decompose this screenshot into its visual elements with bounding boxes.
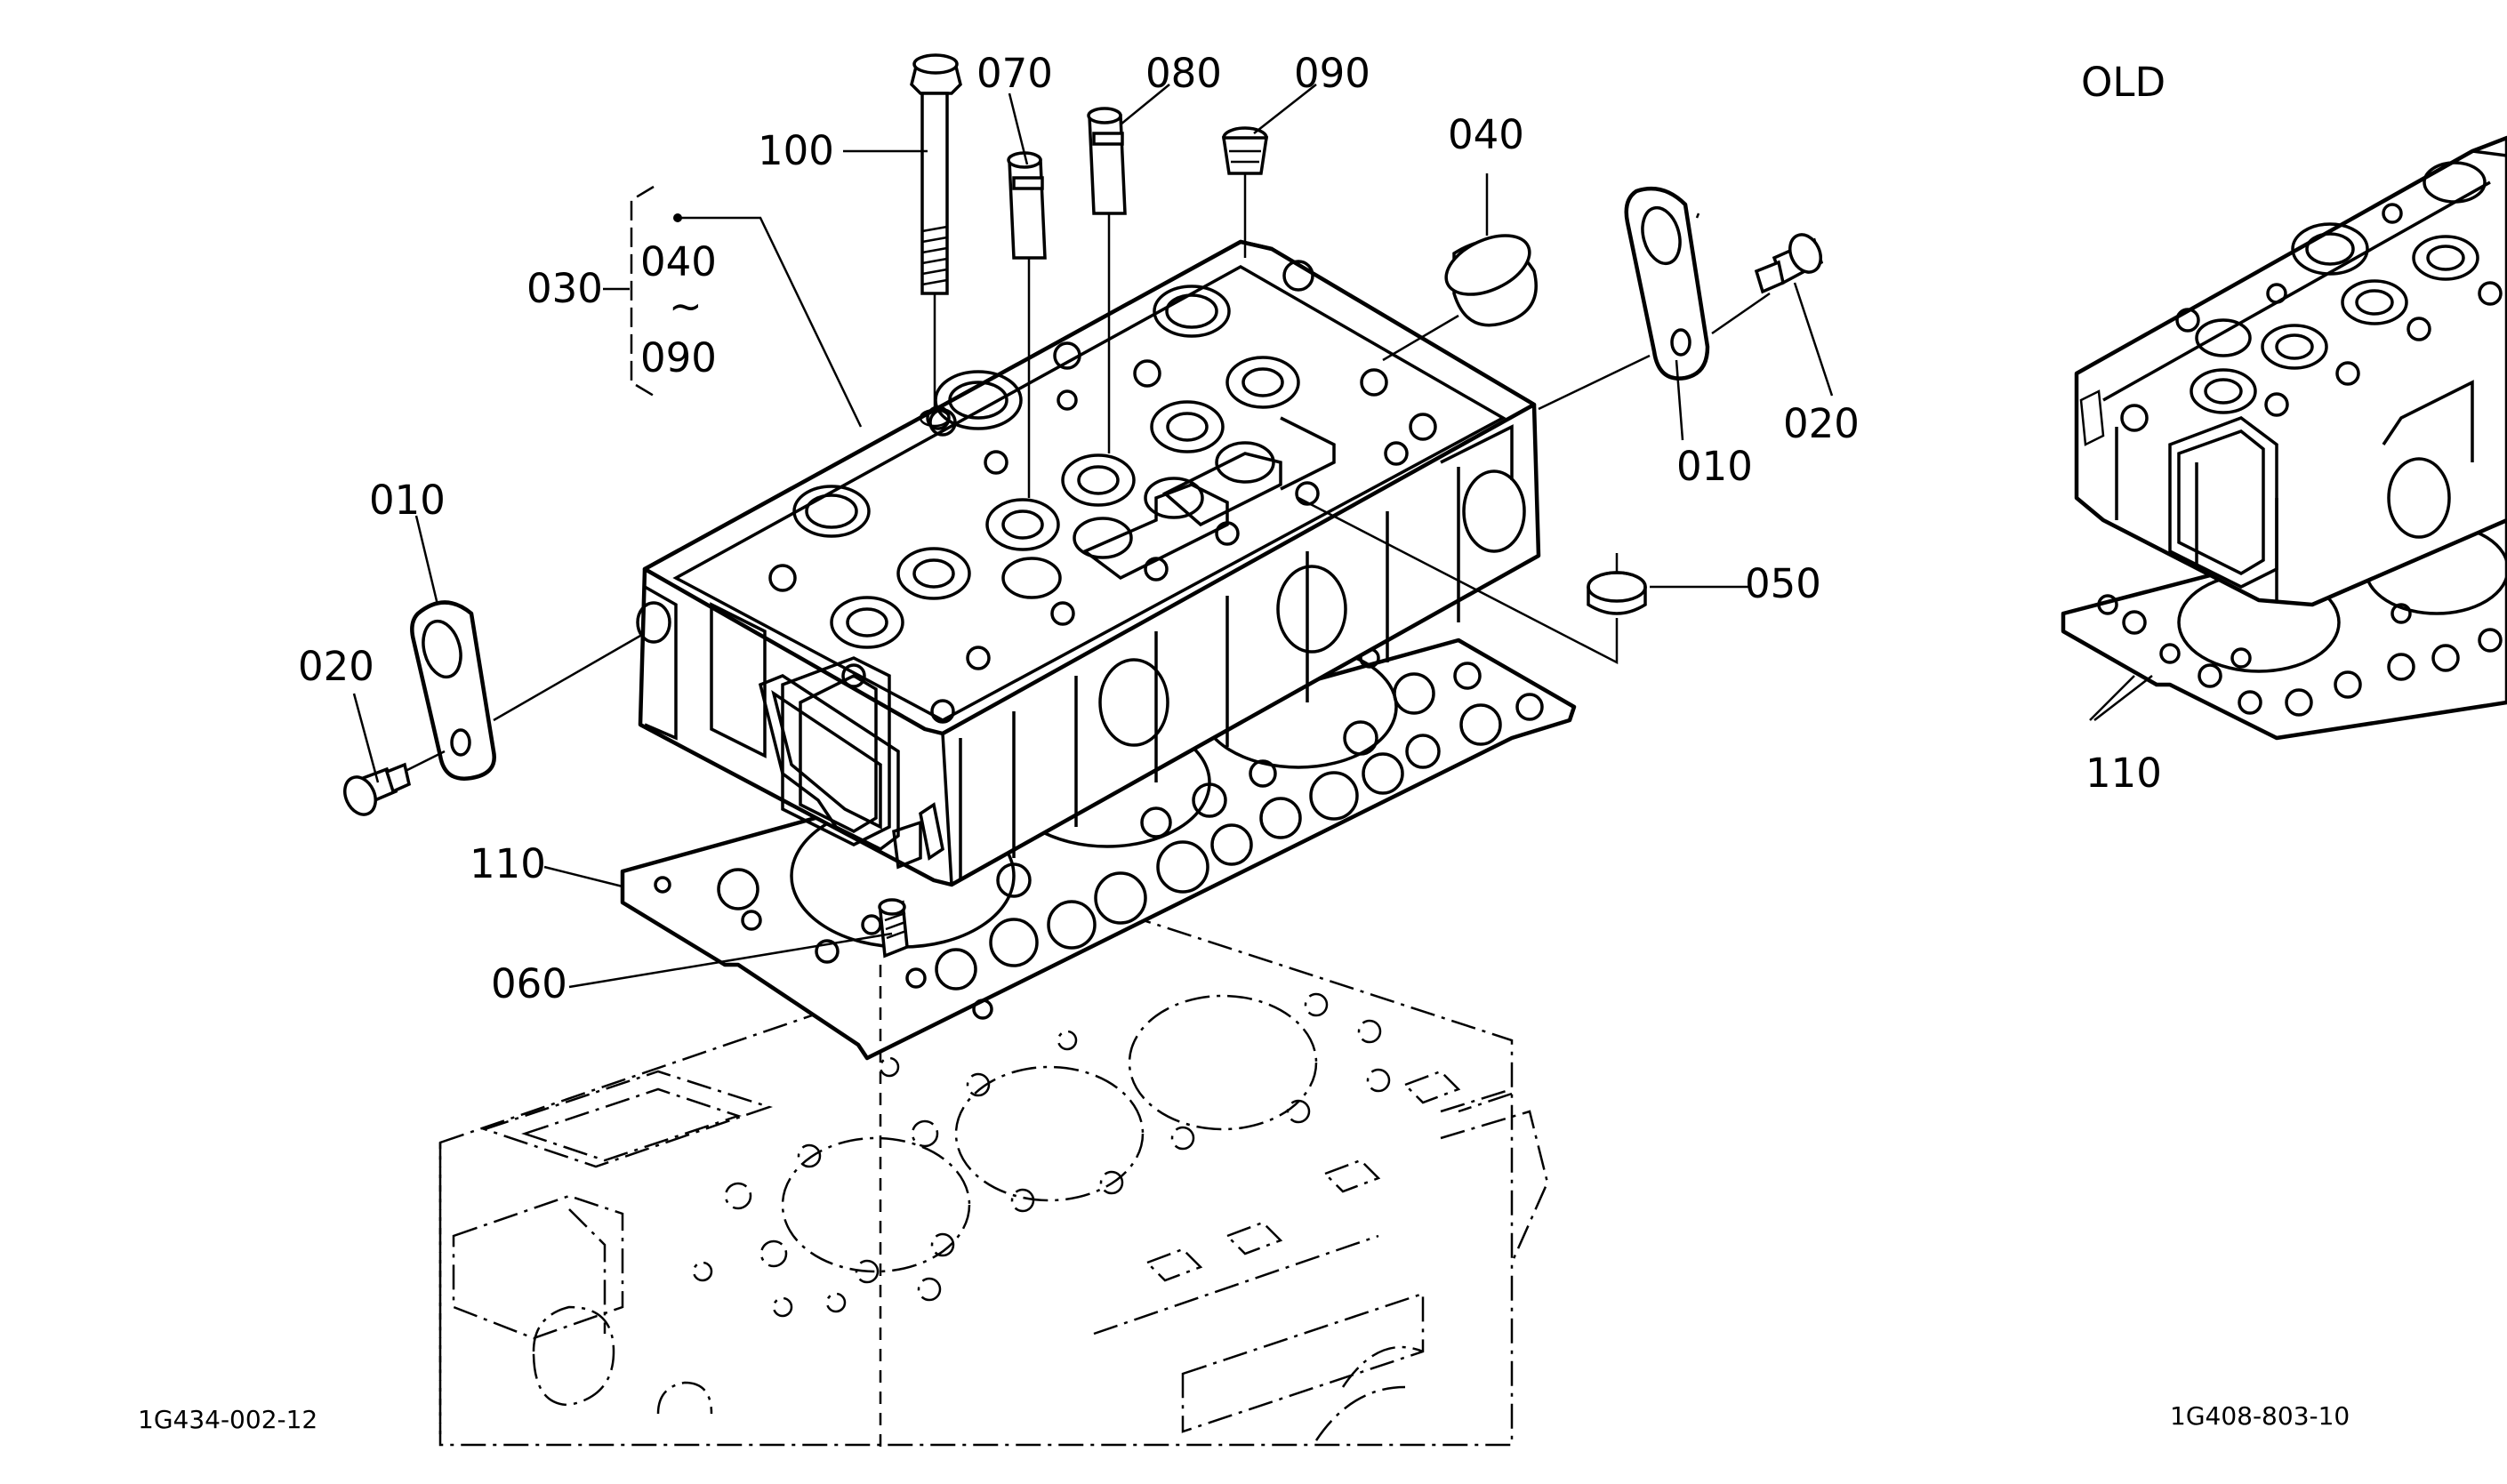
label-070: 070 — [976, 50, 1053, 97]
label-050: 050 — [1745, 560, 1821, 607]
bolt-100 — [910, 53, 962, 428]
label-old: OLD — [2081, 59, 2166, 106]
leader-lines — [352, 84, 2153, 989]
head-gasket — [620, 638, 1577, 1061]
label-020-right: 020 — [1783, 400, 1860, 447]
label-010-left: 010 — [369, 477, 446, 524]
valve-guide-080 — [1087, 107, 1127, 453]
label-110-old: 110 — [2085, 750, 2162, 797]
label-040: 040 — [1448, 111, 1524, 158]
bolt-020-right — [1754, 233, 1824, 294]
bolt-020-left — [343, 762, 412, 816]
label-020-left: 020 — [298, 643, 374, 690]
part-labels: 100 070 080 090 040 030 040 ~ 090 010 02… — [138, 50, 2350, 1434]
label-010-right: 010 — [1676, 443, 1753, 490]
lift-plate-010-left — [399, 600, 641, 781]
drawing-code-right: 1G408-803-10 — [2170, 1401, 2350, 1431]
label-100: 100 — [758, 127, 834, 174]
label-060: 060 — [491, 960, 567, 1007]
plug-040 — [1382, 234, 1538, 362]
old-variant — [2061, 135, 2507, 741]
plug-090 — [1221, 126, 1269, 258]
label-030-range-end: 090 — [640, 334, 717, 381]
label-030: 030 — [526, 265, 603, 312]
label-030-range-tilde: ~ — [669, 283, 703, 330]
label-080: 080 — [1145, 50, 1222, 97]
stud-060 — [878, 898, 909, 1449]
engine-block — [438, 910, 1549, 1447]
label-110: 110 — [470, 840, 546, 887]
drawing-code-left: 1G434-002-12 — [138, 1405, 317, 1434]
lift-plate-010-right — [1538, 186, 1771, 411]
label-090: 090 — [1294, 50, 1370, 97]
ring-050 — [1298, 496, 1647, 665]
label-030-range-start: 040 — [640, 238, 717, 285]
